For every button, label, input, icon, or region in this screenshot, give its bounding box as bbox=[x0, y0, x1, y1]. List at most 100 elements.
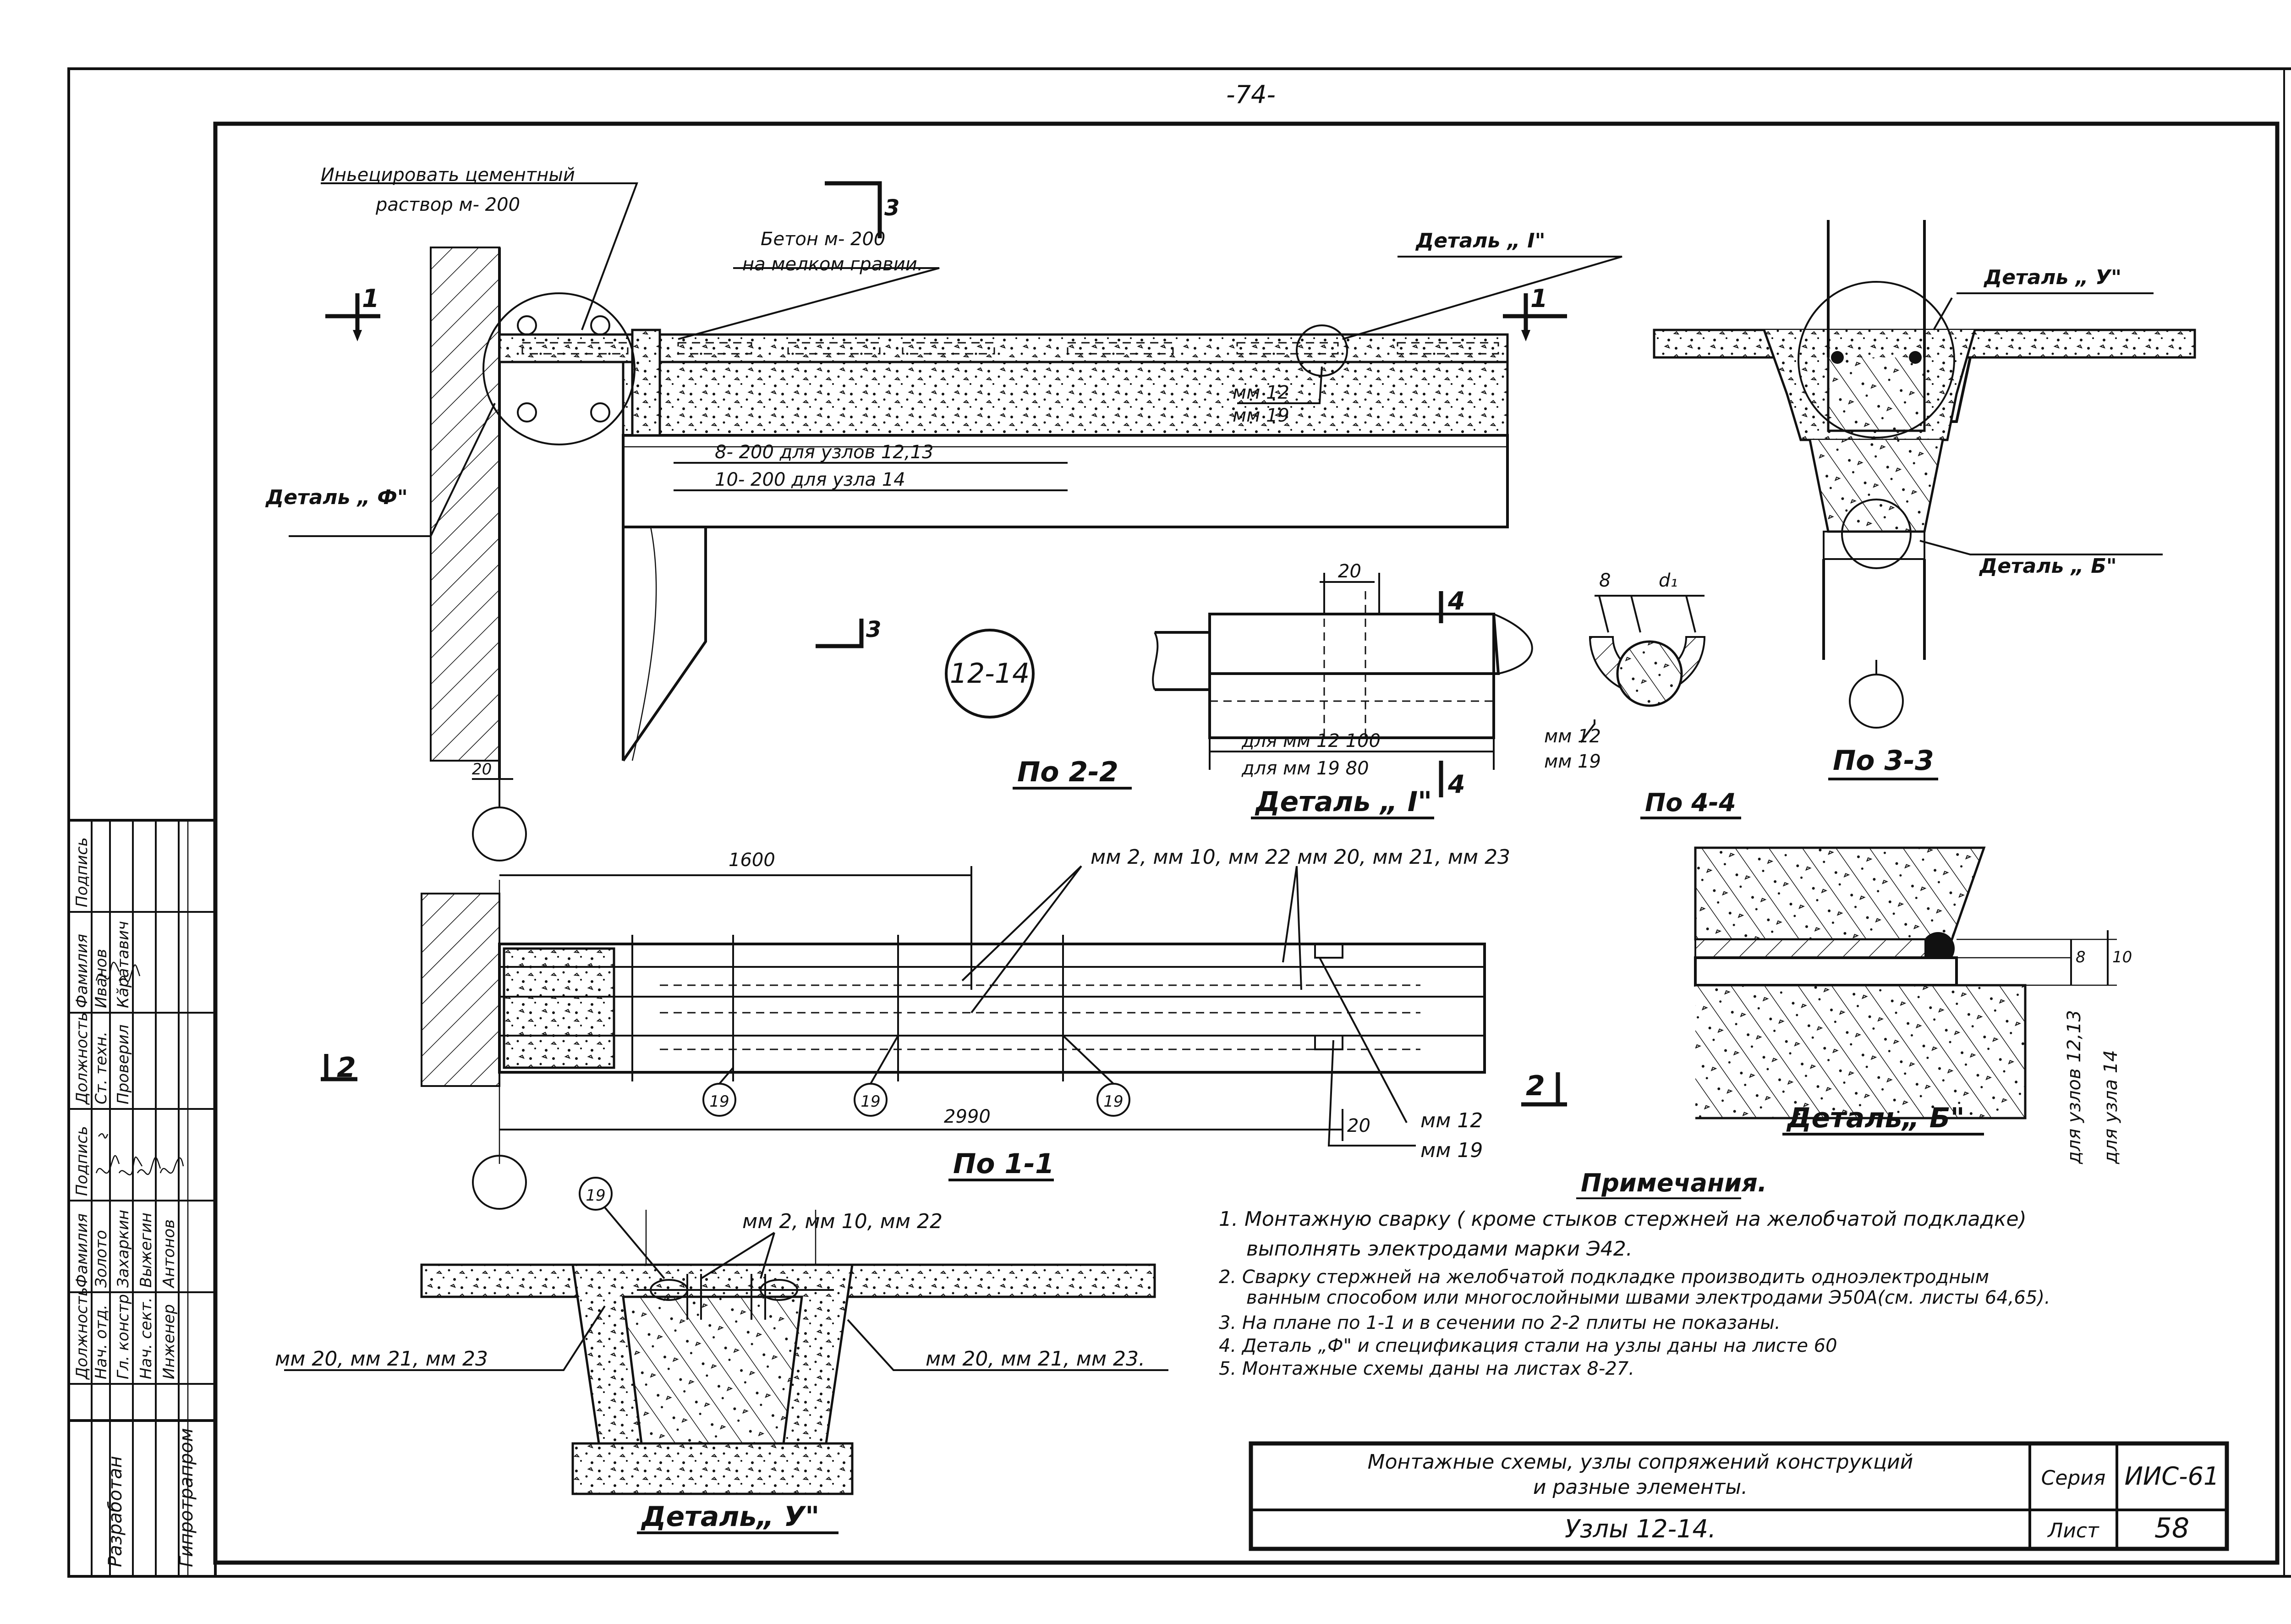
note-line-1: 1. Монтажную сварку ( кроме стыков стерж… bbox=[1219, 1207, 2027, 1231]
stamp-org: Гипротрапром bbox=[176, 1428, 197, 1567]
dim-10: 10 bbox=[2112, 948, 2132, 966]
note-line-5: 3. На плане по 1-1 и в сечении по 2-2 пл… bbox=[1219, 1312, 1781, 1333]
detail-b-drawing bbox=[1694, 846, 2117, 1119]
detail-i-callout: Деталь „ I" bbox=[1415, 229, 1546, 252]
cut-3-top: 3 bbox=[884, 195, 899, 221]
section-2-2-title: По 2-2 bbox=[1017, 756, 1118, 788]
note-line-4: ванным способом или многослойными швами … bbox=[1246, 1287, 2050, 1308]
stamp-r3-c1: Нач. сект. bbox=[137, 1297, 155, 1379]
dim-20-b: 20 bbox=[1338, 561, 1361, 582]
stamp-r2-c1: Гл. констр. bbox=[114, 1289, 132, 1379]
sheet-value: 58 bbox=[2154, 1512, 2189, 1544]
cut-3-mid: 3 bbox=[866, 617, 881, 642]
dim-20-a: 20 bbox=[472, 760, 492, 779]
notes-title: Примечания. bbox=[1581, 1169, 1767, 1197]
stamp-header-5: Фамилия bbox=[73, 934, 91, 1008]
concrete-label-2: на мелком гравии. bbox=[742, 254, 923, 275]
u-bars-top-label: мм 2, мм 10, мм 22 bbox=[742, 1210, 943, 1233]
detail-i-title: Деталь „ I" bbox=[1255, 786, 1432, 818]
sheet-label: Лист bbox=[2047, 1519, 2099, 1542]
title-line-1: Монтажные схемы, узлы сопряжений констру… bbox=[1368, 1450, 1913, 1474]
dim-20-c: 20 bbox=[1347, 1115, 1370, 1136]
stamp-r2-c5: Кăратавич bbox=[114, 921, 132, 1008]
stamp-r3-c2: Выжегин bbox=[137, 1213, 155, 1288]
detail-f-callout: Деталь „ Ф" bbox=[265, 486, 408, 509]
page-number: -74- bbox=[1226, 80, 1276, 109]
stamp-header-1: Должность bbox=[73, 1287, 91, 1380]
dim-8-b: 8 bbox=[2076, 948, 2086, 966]
bars-label-12-13: 8- 200 для узлов 12,13 bbox=[715, 442, 933, 463]
cut-1-right: 1 bbox=[1530, 284, 1548, 313]
mark-19-d: 19 bbox=[586, 1186, 605, 1205]
dim-d1: d₁ bbox=[1659, 570, 1677, 591]
u-bars-left-label: мм 20, мм 21, мм 23 bbox=[275, 1347, 488, 1371]
node-marker-label: 12-14 bbox=[950, 658, 1030, 690]
stamp-r1-c2: Золото bbox=[92, 1230, 110, 1288]
mm12-label-a: мм 12 bbox=[1233, 382, 1289, 403]
detail-b-callout: Деталь „ Б" bbox=[1979, 554, 2117, 578]
cut-4-bottom: 4 bbox=[1447, 770, 1465, 799]
inject-label-1: Иньецировать цементный bbox=[321, 165, 575, 186]
section-2-2-drawing bbox=[289, 181, 1622, 861]
length-mm19: для мм 19 80 bbox=[1241, 758, 1369, 779]
cut-4-top: 4 bbox=[1447, 587, 1465, 615]
mark-19-b: 19 bbox=[860, 1092, 880, 1111]
dim-1600: 1600 bbox=[729, 850, 775, 871]
stamp-r4-c1: Инженер bbox=[160, 1304, 178, 1379]
title-subtitle: Узлы 12-14. bbox=[1565, 1514, 1716, 1543]
section-4-4-drawing bbox=[1580, 595, 1706, 743]
stamp-text: Должность Фамилия Подпись Должность Фами… bbox=[73, 837, 197, 1567]
stamp-r1-c4: Ст. техн. bbox=[92, 1031, 110, 1104]
section-4-4-title: По 4-4 bbox=[1645, 788, 1736, 817]
section-3-3-drawing bbox=[1653, 220, 2196, 729]
weld-label-14: для узла 14 bbox=[2100, 1050, 2121, 1164]
stamp-r2-c4: Проверил bbox=[114, 1025, 132, 1104]
detail-i-drawing bbox=[1152, 573, 1533, 797]
stamp-header-4: Должность bbox=[73, 1012, 91, 1105]
mark-19-c: 19 bbox=[1103, 1092, 1123, 1111]
note-line-6: 4. Деталь „Ф" и спецификация стали на уз… bbox=[1219, 1335, 1837, 1356]
stamp-header-3: Подпись bbox=[73, 1126, 91, 1196]
stamp-developed: Разработан bbox=[105, 1456, 126, 1567]
notes-block: Примечания. 1. Монтажную сварку ( кроме … bbox=[1219, 1169, 2050, 1379]
plan-1-1-drawing bbox=[321, 865, 1567, 1210]
stamp-header-2: Фамилия bbox=[73, 1213, 91, 1288]
series-value: ИИС-61 bbox=[2125, 1462, 2220, 1491]
note-line-2: выполнять электродами марки Э42. bbox=[1246, 1237, 1633, 1261]
mm19-label-a: мм 19 bbox=[1233, 405, 1289, 426]
signature-scribbles bbox=[95, 962, 184, 1175]
stamp-header-6: Подпись bbox=[73, 837, 91, 907]
bars-label-14: 10- 200 для узла 14 bbox=[715, 469, 905, 490]
cut-2-right: 2 bbox=[1526, 1070, 1545, 1102]
title-block bbox=[1249, 1441, 2229, 1551]
detail-u-drawing bbox=[284, 1177, 1168, 1495]
dim-2990: 2990 bbox=[944, 1106, 991, 1127]
cut-2-left: 2 bbox=[337, 1052, 356, 1084]
length-mm12: для мм 12 100 bbox=[1241, 730, 1381, 752]
stamp-r1-c1: Нач. отд. bbox=[92, 1305, 110, 1379]
stamp-r4-c2: Антонов bbox=[160, 1219, 178, 1289]
detail-u-callout: Деталь „ У" bbox=[1983, 266, 2121, 289]
stamp-grid bbox=[67, 819, 217, 1578]
cut-1-left: 1 bbox=[362, 284, 379, 313]
node-marker-circle bbox=[945, 629, 1035, 719]
stamp-r2-c2: Захаркин bbox=[114, 1210, 132, 1288]
note-line-3: 2. Сварку стержней на желобчатой подклад… bbox=[1219, 1267, 1989, 1288]
detail-b-title: Деталь„ Б" bbox=[1786, 1102, 1965, 1134]
u-bars-right-label: мм 20, мм 21, мм 23. bbox=[926, 1347, 1145, 1371]
section-1-1-title: По 1-1 bbox=[953, 1148, 1054, 1180]
detail-u-title: Деталь„ У" bbox=[641, 1501, 819, 1533]
series-label: Серия bbox=[2041, 1466, 2106, 1490]
dim-8: 8 bbox=[1599, 570, 1611, 591]
mm19-label-c: мм 19 bbox=[1420, 1139, 1483, 1162]
mm12-label-b: мм 12 bbox=[1544, 726, 1601, 747]
title-line-2: и разные элементы. bbox=[1533, 1476, 1748, 1499]
mm12-label-c: мм 12 bbox=[1420, 1109, 1483, 1132]
note-line-7: 5. Монтажные схемы даны на листах 8-27. bbox=[1219, 1358, 1634, 1379]
section-3-3-title: По 3-3 bbox=[1833, 745, 1934, 777]
plan-bars-label: мм 2, мм 10, мм 22 мм 20, мм 21, мм 23 bbox=[1091, 845, 1510, 869]
mm19-label-b: мм 19 bbox=[1544, 751, 1601, 772]
weld-label-12-13: для узлов 12,13 bbox=[2064, 1010, 2085, 1164]
inject-label-2: раствор м- 200 bbox=[375, 194, 520, 215]
